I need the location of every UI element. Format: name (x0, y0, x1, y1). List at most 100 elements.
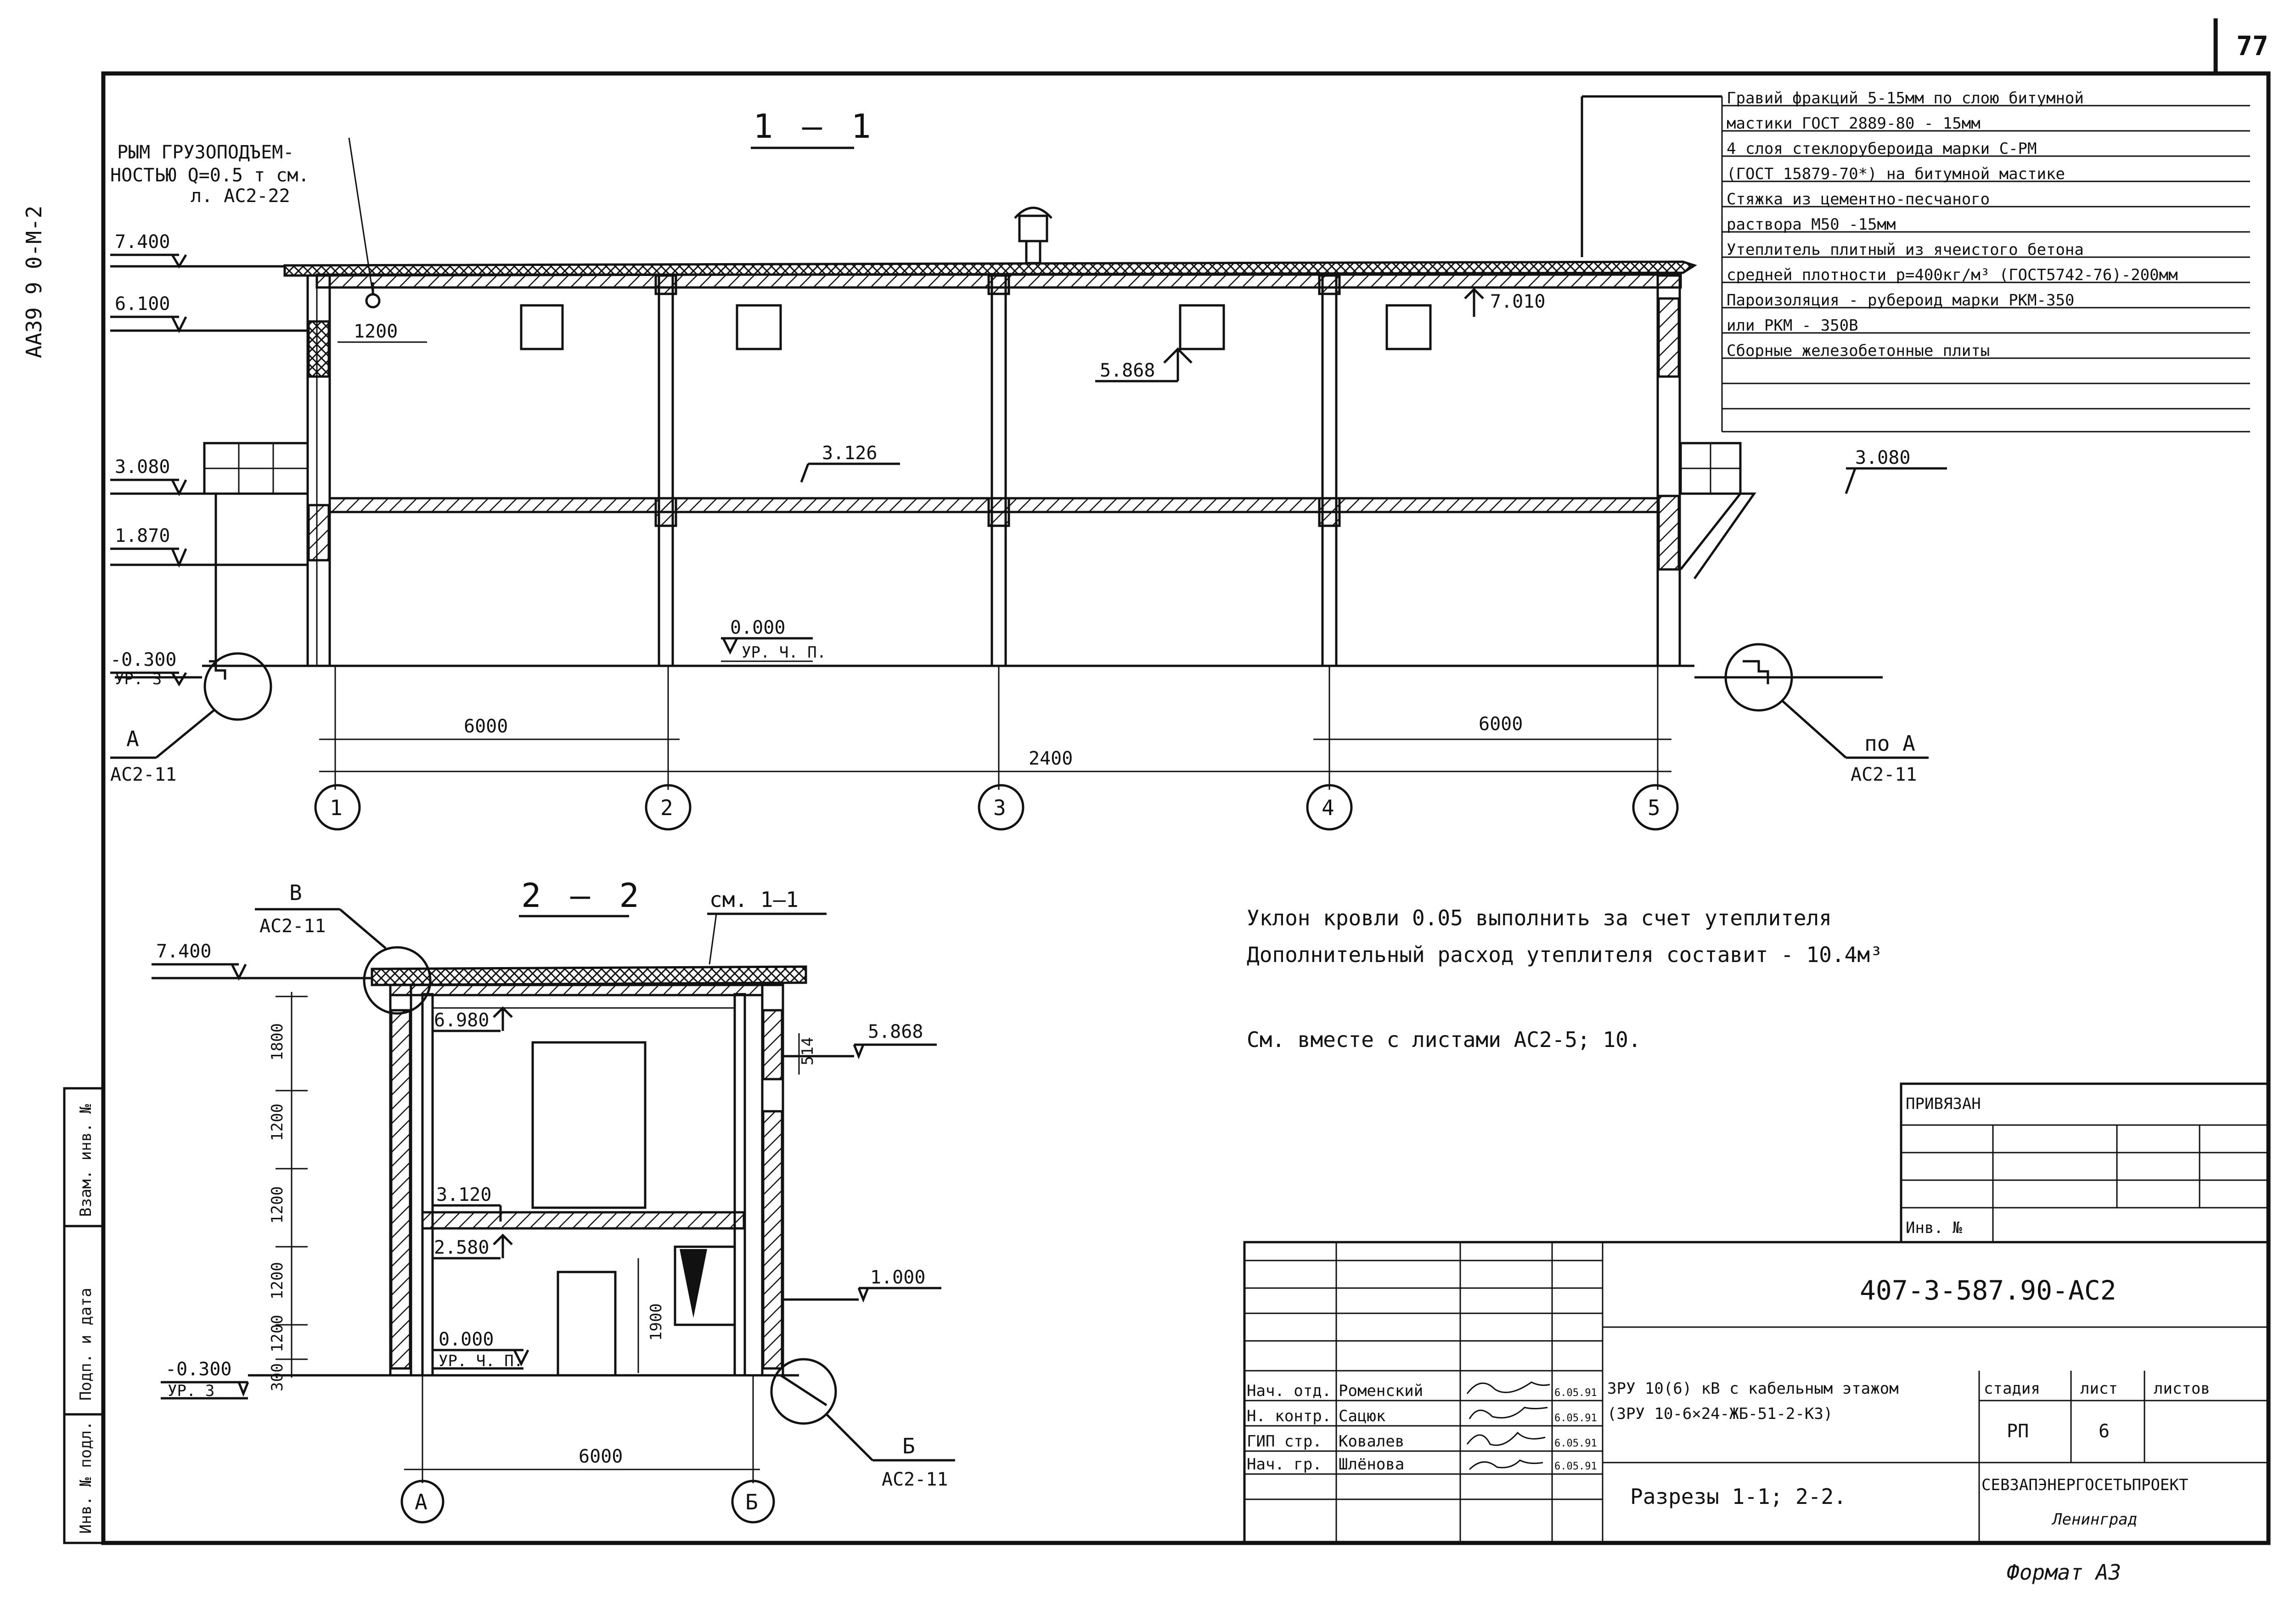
tb-name-4: Шлёнова (1339, 1455, 1404, 1474)
signatures (1466, 1381, 1550, 1470)
lifting-eye-note-1: РЫМ ГРУЗОПОДЪЕМ- (117, 142, 294, 163)
section-2-2: 2 — 2 см. 1—1 В АС2-11 (152, 876, 955, 1524)
roof-spec-line-4: (ГОСТ 15879-70*) на битумной мастике (1727, 165, 2065, 183)
roof-spec: Гравий фракций 5-15мм по слою битумной м… (1581, 89, 2250, 433)
roof-spec-line-1: Гравий фракций 5-15мм по слою битумной (1727, 89, 2084, 107)
s2-axis-b: Б (745, 1490, 758, 1514)
tb-name-2: Сацюк (1339, 1407, 1385, 1425)
s2-vdim-3: 1200 (268, 1186, 287, 1224)
roof-spec-line-6: раствора М50 -15мм (1727, 215, 1896, 234)
s1-level-top: 7.010 (1490, 291, 1545, 312)
left-strip-sign: Подп. и дата (77, 1288, 95, 1401)
s2-level-right: 5.868 (868, 1021, 923, 1042)
s2-axis-a: А (415, 1490, 428, 1514)
tb-role-1: Нач. отд. (1247, 1382, 1331, 1400)
s1-callout-right-sheet: АС2-11 (1851, 764, 1917, 785)
s1-callout-left-sheet: АС2-11 (110, 764, 177, 785)
roof-spec-line-2: мастики ГОСТ 2889-80 - 15мм (1727, 114, 1981, 133)
tb-sheet: 6 (2099, 1421, 2110, 1442)
s1-dim-6000-b: 6000 (1479, 714, 1523, 735)
tb-role-2: Н. контр. (1247, 1407, 1331, 1425)
s1-dim-1200: 1200 (354, 321, 398, 342)
section-2-ref: см. 1—1 (709, 887, 799, 912)
s1-level-7400: 7.400 (115, 231, 170, 253)
s1-level-3080: 3.080 (115, 456, 170, 478)
s2-level-right-low: 1.000 (870, 1267, 925, 1288)
s2-callout-top-letter: В (289, 880, 302, 905)
left-strip-replace: Взам. инв. № (77, 1104, 95, 1217)
s1-level-zero-sub: УР. Ч. П. (742, 643, 826, 662)
s1-level-window: 5.868 (1100, 360, 1155, 381)
roof-spec-line-5: Стяжка из цементно-песчаного (1727, 190, 1990, 208)
roof-spec-line-9: Пароизоляция - рубероид марки РКМ-350 (1727, 291, 2074, 310)
roof-spec-line-11: Сборные железобетонные плиты (1727, 342, 1990, 360)
left-strip: Инв. № подл. Подп. и дата Взам. инв. № (63, 1087, 105, 1544)
note-extra: Дополнительный расход утеплителя состави… (1247, 942, 1883, 967)
s2-dim-6000: 6000 (579, 1446, 623, 1467)
tb-stage-label: стадия (1984, 1379, 2040, 1398)
page-number: 77 (2236, 30, 2268, 62)
roof-spec-line-3: 4 слоя стеклорубероида марки С-РМ (1727, 140, 2037, 158)
s2-callout-bottom-sheet: АС2-11 (882, 1469, 948, 1490)
tb-project-1: ЗРУ 10(6) кВ с кабельным этажом (1607, 1379, 1899, 1398)
tb-role-4: Нач. гр. (1247, 1455, 1322, 1474)
tb-date-2: 6.05.91 (1554, 1413, 1597, 1424)
lifting-eye-note-3: л. АС2-22 (191, 186, 290, 207)
s2-level-floor: 3.120 (436, 1184, 491, 1205)
s1-callout-right-letter: по А (1864, 731, 1915, 756)
tb-city: Ленинград (2051, 1510, 2137, 1529)
note-slope: Уклон кровли 0.05 выполнить за счет утеп… (1247, 906, 1832, 930)
tb-code: 407-3-587.90-АС2 (1860, 1275, 2116, 1306)
axis-2: 2 (660, 795, 673, 820)
s1-level-right: 3.080 (1855, 447, 1910, 468)
side-code: ААЗ9 9 0-М-2 (22, 206, 46, 358)
s1-level-1870: 1.870 (115, 525, 170, 546)
s2-vdim-5: 1200 (268, 1315, 287, 1352)
binding-inv: Инв. № (1906, 1219, 1962, 1237)
vent-cap (1018, 214, 1048, 242)
lifting-eye-note-2: НОСТЬЮ Q=0.5 т см. (110, 165, 309, 186)
s2-level-ground-sub: УР. 3 (168, 1382, 214, 1400)
sheet-frame (101, 71, 2271, 1545)
s2-vdim-4: 1200 (268, 1262, 287, 1300)
tb-date-4: 6.05.91 (1554, 1461, 1597, 1472)
s2-level-top: 7.400 (156, 941, 211, 962)
axis-3: 3 (993, 795, 1006, 820)
roof-spec-line-8: средней плотности р=400кг/м³ (ГОСТ5742-7… (1727, 266, 2178, 284)
s2-callout-top-sheet: АС2-11 (259, 916, 326, 937)
title-block: 407-3-587.90-АС2 ЗРУ 10(6) кВ с кабельны… (1243, 1241, 2270, 1544)
roof-slab (283, 260, 1697, 277)
roof-spec-line-7: Утеплитель плитный из ячеистого бетона (1727, 241, 2084, 259)
tb-sheet-label: лист (2080, 1379, 2118, 1398)
s2-level-lower: 2.580 (434, 1237, 489, 1258)
section-1-1: 1 — 1 (110, 107, 1947, 831)
s2-vdim-6: 300 (268, 1363, 287, 1391)
section-1-title: 1 — 1 (753, 107, 876, 146)
section-2-title: 2 — 2 (521, 876, 644, 915)
s2-vdim-1: 1800 (268, 1023, 287, 1061)
s2-level-ceiling: 6.980 (434, 1010, 489, 1031)
tb-project-2: (ЗРУ 10-6×24-ЖБ-51-2-КЗ) (1607, 1405, 1833, 1423)
tb-sheet-title: Разрезы 1-1; 2-2. (1630, 1484, 1846, 1509)
axis-5: 5 (1648, 795, 1660, 820)
format-label: Формат А3 (2007, 1560, 2121, 1585)
s1-dim-6000-a: 6000 (464, 716, 508, 737)
s2-vdim-2: 1200 (268, 1103, 287, 1141)
roof-spec-line-10: или РКМ - 350В (1727, 316, 1858, 335)
binding-table: ПРИВЯЗАН Инв. № (1900, 1082, 2270, 1244)
tb-sheets-label: листов (2154, 1379, 2210, 1398)
s1-level-floor: 3.126 (822, 443, 877, 464)
s1-level-minus0300: -0.300 (110, 649, 177, 670)
tb-org: СЕВЗАПЭНЕРГОСЕТЬПРОЕКТ (1981, 1476, 2188, 1494)
tb-name-1: Роменский (1339, 1382, 1423, 1400)
s1-dim-2400: 2400 (1029, 748, 1073, 769)
s1-level-6100: 6.100 (115, 293, 170, 315)
tb-stage: РП (2007, 1421, 2029, 1442)
s2-level-zero-sub: УР. Ч. П. (439, 1352, 523, 1370)
binding-title: ПРИВЯЗАН (1906, 1095, 1981, 1113)
s2-callout-bottom-letter: Б (902, 1434, 915, 1458)
s1-callout-left-letter: А (126, 726, 139, 751)
tb-date-3: 6.05.91 (1554, 1438, 1597, 1449)
s2-level-zero: 0.000 (439, 1329, 494, 1350)
